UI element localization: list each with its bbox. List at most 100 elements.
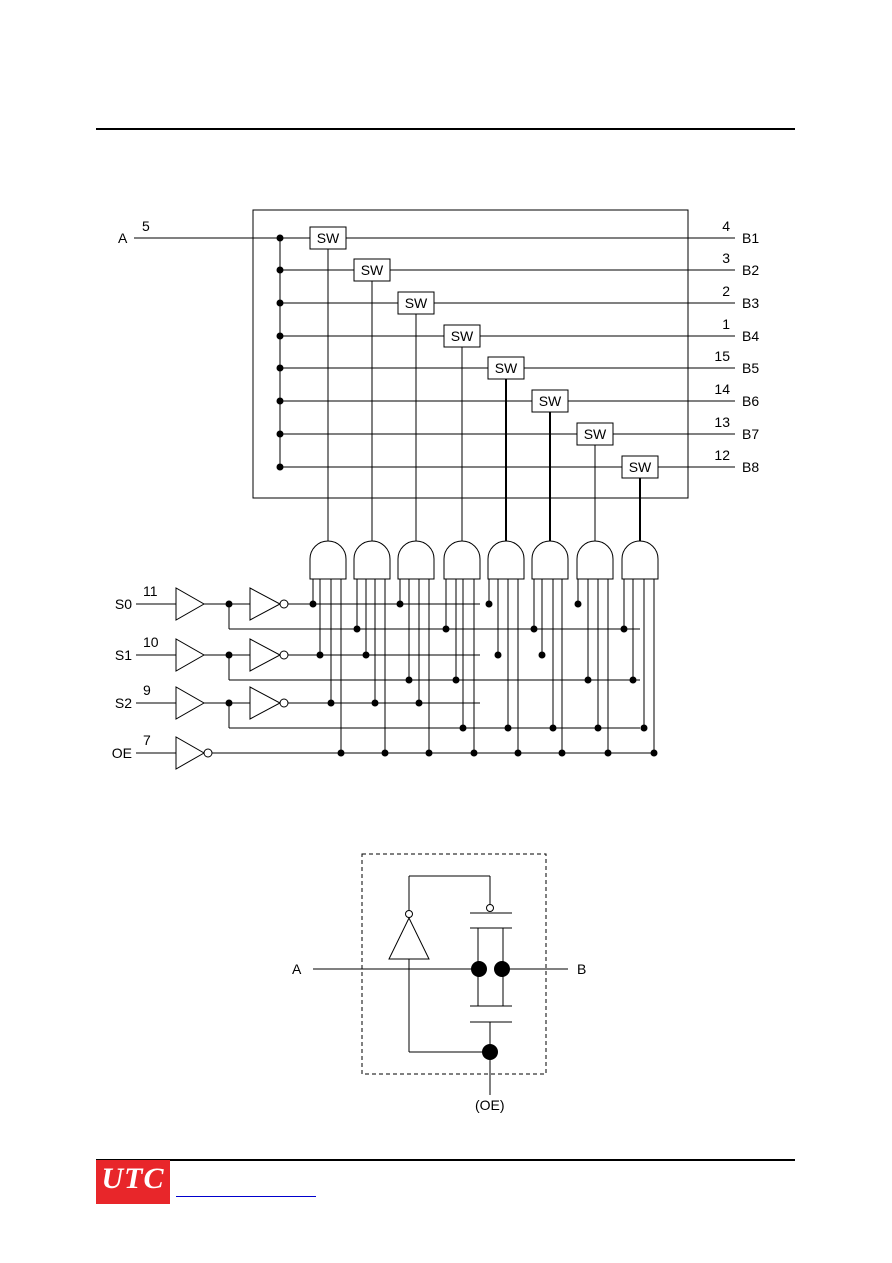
tap-junction [604, 749, 612, 757]
tap-junction [405, 676, 413, 684]
and-gate [353, 540, 391, 580]
output-pin-label: B4 [742, 328, 759, 344]
output-pin-label: B7 [742, 426, 759, 442]
inverter-gate [249, 638, 282, 672]
utc-logo-text: UTC [101, 1162, 165, 1195]
and-gate [443, 540, 481, 580]
tap-junction [504, 724, 512, 732]
control-pin-number: 9 [143, 682, 151, 698]
buffer-gate [175, 686, 206, 720]
tap-junction [353, 625, 361, 633]
tap-junction [620, 625, 628, 633]
output-pin-label: B2 [742, 262, 759, 278]
switch-label: SW [495, 360, 518, 376]
switch-label: SW [451, 328, 474, 344]
tap-junction [514, 749, 522, 757]
tap-junction [485, 600, 493, 608]
output-pin-number: 2 [722, 283, 730, 299]
utc-logo-box [96, 1160, 170, 1204]
mux-box [252, 209, 689, 499]
output-pin-number: 15 [714, 348, 730, 364]
switch-label: SW [584, 426, 607, 442]
output-pin-label: B5 [742, 360, 759, 376]
detail-node-a [471, 961, 487, 977]
buffer-gate [175, 736, 206, 770]
and-gate [621, 540, 659, 580]
tap-junction [538, 651, 546, 659]
output-pin-number: 12 [714, 447, 730, 463]
buffer-gate [175, 587, 206, 621]
tap-junction [629, 676, 637, 684]
control-pin-number: 10 [143, 634, 159, 650]
output-pin-number: 14 [714, 381, 730, 397]
tap-junction [396, 600, 404, 608]
detail-oe-label: (OE) [475, 1097, 505, 1113]
and-gate [397, 540, 435, 580]
detail-inverter-bubble [405, 910, 413, 918]
switch-label: SW [629, 459, 652, 475]
switch-detail: A B (OE) [292, 853, 586, 1113]
detail-inverter [388, 916, 430, 960]
detail-oe-node [482, 1044, 498, 1060]
tap-junction [362, 651, 370, 659]
pin-a-number: 5 [142, 218, 150, 234]
control-pin-number: 11 [143, 583, 158, 599]
output-pin-label: B3 [742, 295, 759, 311]
control-pin-label: S2 [115, 695, 132, 711]
output-pin-number: 1 [722, 316, 730, 332]
tap-junction [494, 651, 502, 659]
inverter-bubble [279, 650, 289, 660]
inverter-gate [249, 587, 282, 621]
detail-box [361, 853, 547, 1075]
tap-junction [381, 749, 389, 757]
output-pin-label: B8 [742, 459, 759, 475]
tap-junction [442, 625, 450, 633]
buffer-gate [175, 638, 206, 672]
and-gate [309, 540, 347, 580]
pin-a-label: A [118, 230, 128, 246]
tap-junction [640, 724, 648, 732]
control-pin-number: 7 [143, 732, 151, 748]
output-pin-number: 4 [722, 218, 730, 234]
oe-inverter-bubble [203, 748, 213, 758]
tap-junction [309, 600, 317, 608]
tap-junction [594, 724, 602, 732]
control-pin-label: S1 [115, 647, 132, 663]
control-pin-label: OE [112, 745, 132, 761]
tap-junction [337, 749, 345, 757]
switch-label: SW [539, 393, 562, 409]
tap-junction [327, 699, 335, 707]
tap-junction [452, 676, 460, 684]
tap-junction [415, 699, 423, 707]
control-pin-label: S0 [115, 596, 132, 612]
tap-junction [584, 676, 592, 684]
switch-label: SW [405, 295, 428, 311]
and-gate [487, 540, 525, 580]
tap-junction [470, 749, 478, 757]
tap-junction [316, 651, 324, 659]
tap-junction [558, 749, 566, 757]
and-gate [576, 540, 614, 580]
and-gate [531, 540, 569, 580]
inverter-bubble [279, 698, 289, 708]
tap-junction [574, 600, 582, 608]
tap-junction [371, 699, 379, 707]
detail-b-label: B [577, 961, 586, 977]
output-pin-number: 3 [722, 250, 730, 266]
tap-junction [425, 749, 433, 757]
tap-junction [549, 724, 557, 732]
footer-link-underline[interactable] [176, 1196, 316, 1197]
detail-node-b [494, 961, 510, 977]
detail-p-gate-bubble [486, 904, 494, 912]
inverter-bubble [279, 599, 289, 609]
inverter-gate [249, 686, 282, 720]
switch-label: SW [361, 262, 384, 278]
detail-a-label: A [292, 961, 302, 977]
tap-junction [530, 625, 538, 633]
switch-label: SW [317, 230, 340, 246]
output-pin-label: B6 [742, 393, 759, 409]
tap-junction [459, 724, 467, 732]
output-pin-label: B1 [742, 230, 759, 246]
